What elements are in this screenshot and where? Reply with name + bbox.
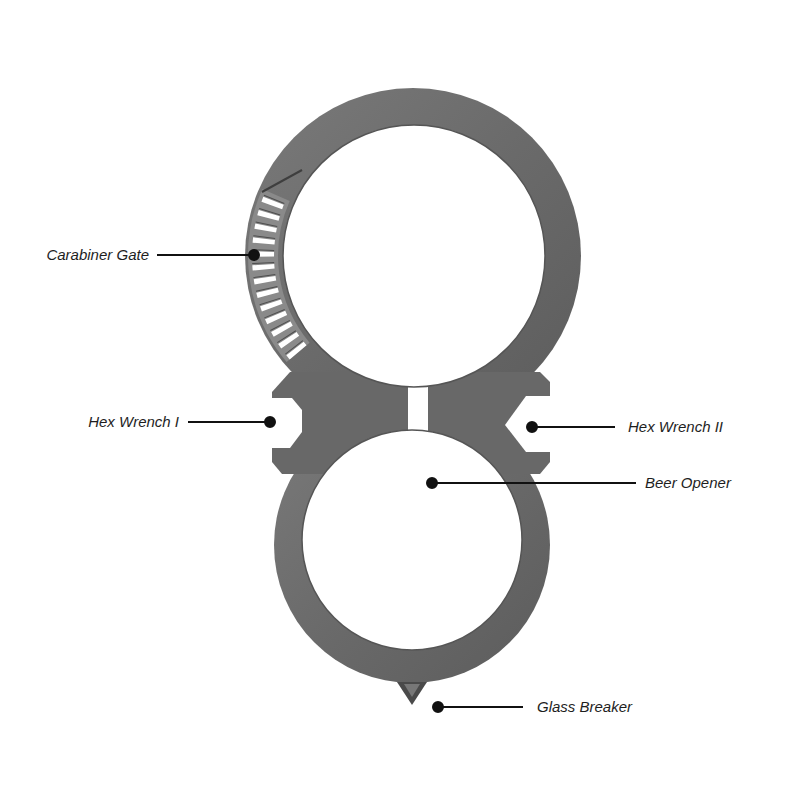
hex-notch-right [505, 396, 560, 452]
leader-dot [427, 478, 437, 488]
glass-breaker-tip [397, 682, 427, 705]
leader-dot [265, 417, 275, 427]
opener-slit [408, 370, 428, 475]
part-label: Glass Breaker [537, 698, 632, 716]
bottom-hole-edge [302, 430, 522, 650]
leader-dot [433, 702, 443, 712]
gate-band [263, 195, 298, 352]
carabiner-body [245, 88, 581, 705]
leader-line [434, 482, 636, 484]
gate-slot-shadows [263, 195, 298, 352]
top-hole [283, 125, 545, 387]
glass-breaker-facet [404, 684, 420, 697]
leader-line [534, 426, 615, 428]
leader-dot [249, 250, 259, 260]
leader-dot [527, 422, 537, 432]
gate-split [262, 170, 302, 192]
hex-notch-left [258, 398, 302, 448]
leader-line [157, 254, 252, 256]
gate-slots [263, 195, 298, 352]
leader-line [188, 421, 268, 423]
part-label: Carabiner Gate [46, 246, 149, 264]
part-label: Beer Opener [645, 474, 731, 492]
part-label: Hex Wrench II [628, 418, 723, 436]
leader-line [440, 706, 523, 708]
leader-lines [157, 250, 636, 712]
top-hole-edge [283, 125, 545, 387]
part-label: Hex Wrench I [88, 413, 179, 431]
